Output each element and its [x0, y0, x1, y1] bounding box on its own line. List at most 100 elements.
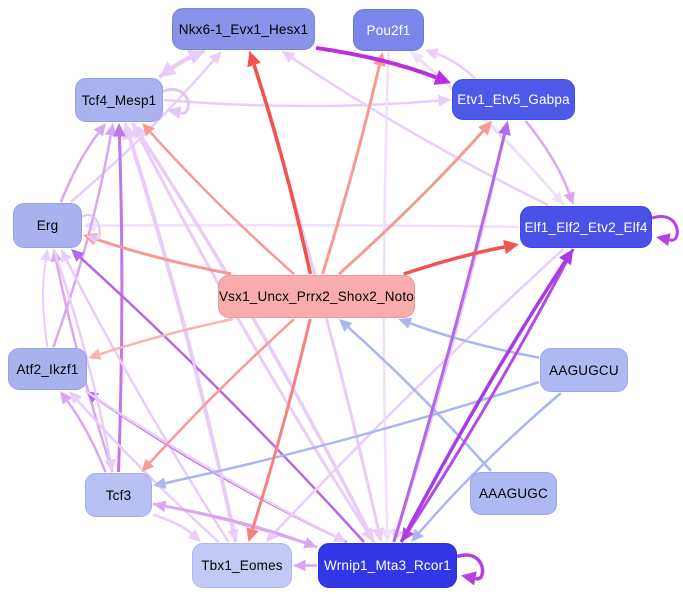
edge-tcf3-to-tbx1-arrowhead [187, 529, 201, 542]
node-label-aaagugc: AAAGUGC [479, 486, 548, 501]
node-label-pou2f1: Pou2f1 [366, 22, 411, 38]
edge-tcf4-to-wrnip1-arrowhead [361, 527, 374, 542]
edge-elf1-to-erg [95, 223, 520, 229]
edge-tcf4-to-etv1-arrowhead [438, 94, 451, 107]
node-nkx6[interactable]: Nkx6-1_Evx1_Hesx1 [172, 8, 315, 50]
edge-tcf3-to-tcf4 [117, 136, 124, 473]
node-aaagugc[interactable]: AAAGUGC [470, 472, 557, 515]
node-label-vsx1: Vsx1_Uncx_Prrx2_Shox2_Noto [218, 289, 415, 304]
edge-wrnip1-to-etv1 [392, 133, 506, 543]
edge-aagugcu-to-tcf3 [164, 380, 540, 485]
node-label-elf1: Elf1_Elf2_Etv2_Elf4 [524, 219, 648, 235]
edge-etv1-to-pou2f1-arrowhead [425, 48, 439, 60]
edge-vsx1-to-elf1-arrowhead [503, 239, 519, 255]
edge-elf1-to-tbx1-arrowhead [265, 528, 279, 542]
node-label-tcf3: Tcf3 [105, 487, 132, 503]
edge-tbx1-to-erg-arrowhead [60, 249, 72, 263]
edge-aagugcu-to-wrnip1-arrowhead [411, 528, 424, 542]
edge-erg-to-tcf3-arrowhead [104, 458, 116, 472]
edge-tcf3-to-tcf4-arrowhead [112, 123, 126, 137]
edge-atf2-to-wrnip1-arrowhead [333, 531, 347, 542]
edge-tbx1-to-atf2 [76, 399, 220, 543]
edge-tcf3-to-tbx1 [152, 513, 193, 535]
edge-vsx1-to-tcf3 [148, 318, 295, 464]
edge-vsx1-to-tcf3-arrowhead [141, 458, 155, 472]
edge-aaagugc-to-vsx1-arrowhead [339, 319, 353, 332]
edge-vsx1-to-erg [95, 237, 232, 276]
edge-nkx6-to-wrnip1-arrowhead [371, 527, 385, 542]
edge-aagugcu-to-tcf3-arrowhead [153, 477, 167, 489]
edge-vsx1-to-etv1-arrowhead [478, 121, 492, 136]
edge-nkx6-to-tcf4-arrowhead [159, 61, 177, 77]
edge-tcf4-to-etv1 [163, 98, 439, 108]
edge-vsx1-to-pou2f1 [321, 64, 381, 275]
edge-aagugcu-to-vsx1-arrowhead [398, 317, 413, 329]
edge-elf1-to-nkx6 [291, 56, 549, 207]
edge-erg-to-tcf4 [59, 132, 100, 203]
node-erg[interactable]: Erg [13, 203, 82, 248]
edge-pou2f1-to-wrnip1-arrowhead [381, 529, 394, 542]
edge-vsx1-to-atf2-arrowhead [88, 348, 102, 360]
edge-atf2-to-erg-arrowhead [40, 249, 51, 262]
edge-elf1-to-nkx6-arrowhead [281, 51, 296, 63]
edge-nkx6-to-etv1-arrowhead [433, 70, 451, 85]
edge-etv1-to-elf1 [524, 120, 571, 194]
edge-aagugcu-to-vsx1 [409, 322, 540, 359]
edge-wrnip1-to-erg [79, 256, 365, 543]
edge-tbx1-to-erg [65, 259, 230, 543]
node-label-etv1: Etv1_Etv5_Gabpa [457, 92, 570, 107]
node-label-aagugcu: AAGUGCU [549, 362, 619, 378]
edge-vsx1-to-tcf4 [149, 131, 295, 275]
node-etv1[interactable]: Etv1_Etv5_Gabpa [452, 79, 575, 120]
node-label-tbx1: Tbx1_Eomes [201, 558, 283, 573]
self-loop-erg [81, 214, 101, 240]
edge-aagugcu-to-wrnip1 [418, 392, 562, 534]
edge-vsx1-to-tbx1-arrowhead [246, 527, 259, 542]
self-loop-elf1 [651, 215, 679, 242]
edge-atf2-to-tcf4 [52, 135, 112, 348]
node-tcf4[interactable]: Tcf4_Mesp1 [75, 78, 163, 122]
node-wrnip1[interactable]: Wrnip1_Mta3_Rcor1 [318, 543, 457, 588]
edge-wrnip1-to-tcf4 [138, 134, 376, 543]
edge-vsx1-to-atf2 [99, 317, 234, 356]
edge-erg-to-tcf4-arrowhead [93, 123, 106, 137]
edge-erg-to-nkx6-arrowhead [208, 51, 222, 65]
node-tcf3[interactable]: Tcf3 [85, 473, 152, 517]
edge-atf2-to-tcf4-arrowhead [104, 123, 117, 137]
edge-wrnip1-to-elf1 [399, 260, 567, 543]
edge-atf2-to-erg [41, 260, 49, 348]
edge-tcf3-to-wrnip1 [152, 502, 306, 544]
edge-tcf4-to-tbx1-arrowhead [227, 528, 239, 542]
edge-vsx1-to-tbx1 [251, 318, 312, 530]
node-label-tcf4: Tcf4_Mesp1 [81, 92, 157, 108]
self-loop-wrnip1-arrowhead [461, 571, 477, 586]
edge-tbx1-to-atf2-arrowhead [69, 391, 82, 405]
node-label-atf2: Atf2_Ikzf1 [16, 361, 79, 377]
node-atf2[interactable]: Atf2_Ikzf1 [8, 348, 87, 390]
edge-wrnip1-to-erg-arrowhead [71, 249, 85, 262]
node-pou2f1[interactable]: Pou2f1 [353, 9, 424, 51]
edge-wrnip1-to-etv1-arrowhead [498, 121, 511, 136]
edge-nkx6-to-tcf4 [170, 49, 206, 70]
node-elf1[interactable]: Elf1_Elf2_Etv2_Elf4 [520, 206, 652, 248]
edge-etv1-to-elf1-arrowhead [563, 191, 575, 205]
edge-tcf3-to-atf2 [66, 400, 107, 473]
node-label-erg: Erg [36, 218, 59, 233]
node-label-wrnip1: Wrnip1_Mta3_Rcor1 [324, 558, 451, 573]
node-aagugcu[interactable]: AAGUGCU [540, 348, 628, 392]
edge-tcf4-to-wrnip1 [130, 122, 368, 532]
edge-vsx1-to-nkx6-arrowhead [247, 51, 261, 68]
node-label-nkx6: Nkx6-1_Evx1_Hesx1 [178, 21, 309, 37]
edge-wrnip1-to-elf1-arrowhead [559, 249, 574, 266]
node-tbx1[interactable]: Tbx1_Eomes [192, 543, 292, 588]
edge-wrnip1-to-tbx1-arrowhead [293, 559, 306, 572]
node-vsx1[interactable]: Vsx1_Uncx_Prrx2_Shox2_Noto [218, 275, 415, 318]
self-loop-tcf4-arrowhead [167, 106, 182, 120]
edge-tcf3-to-wrnip1-arrowhead [303, 537, 317, 549]
edge-etv1-to-pou2f1 [436, 52, 476, 79]
edge-elf1-to-wrnip1 [407, 248, 575, 532]
self-loop-tcf4 [162, 88, 190, 115]
